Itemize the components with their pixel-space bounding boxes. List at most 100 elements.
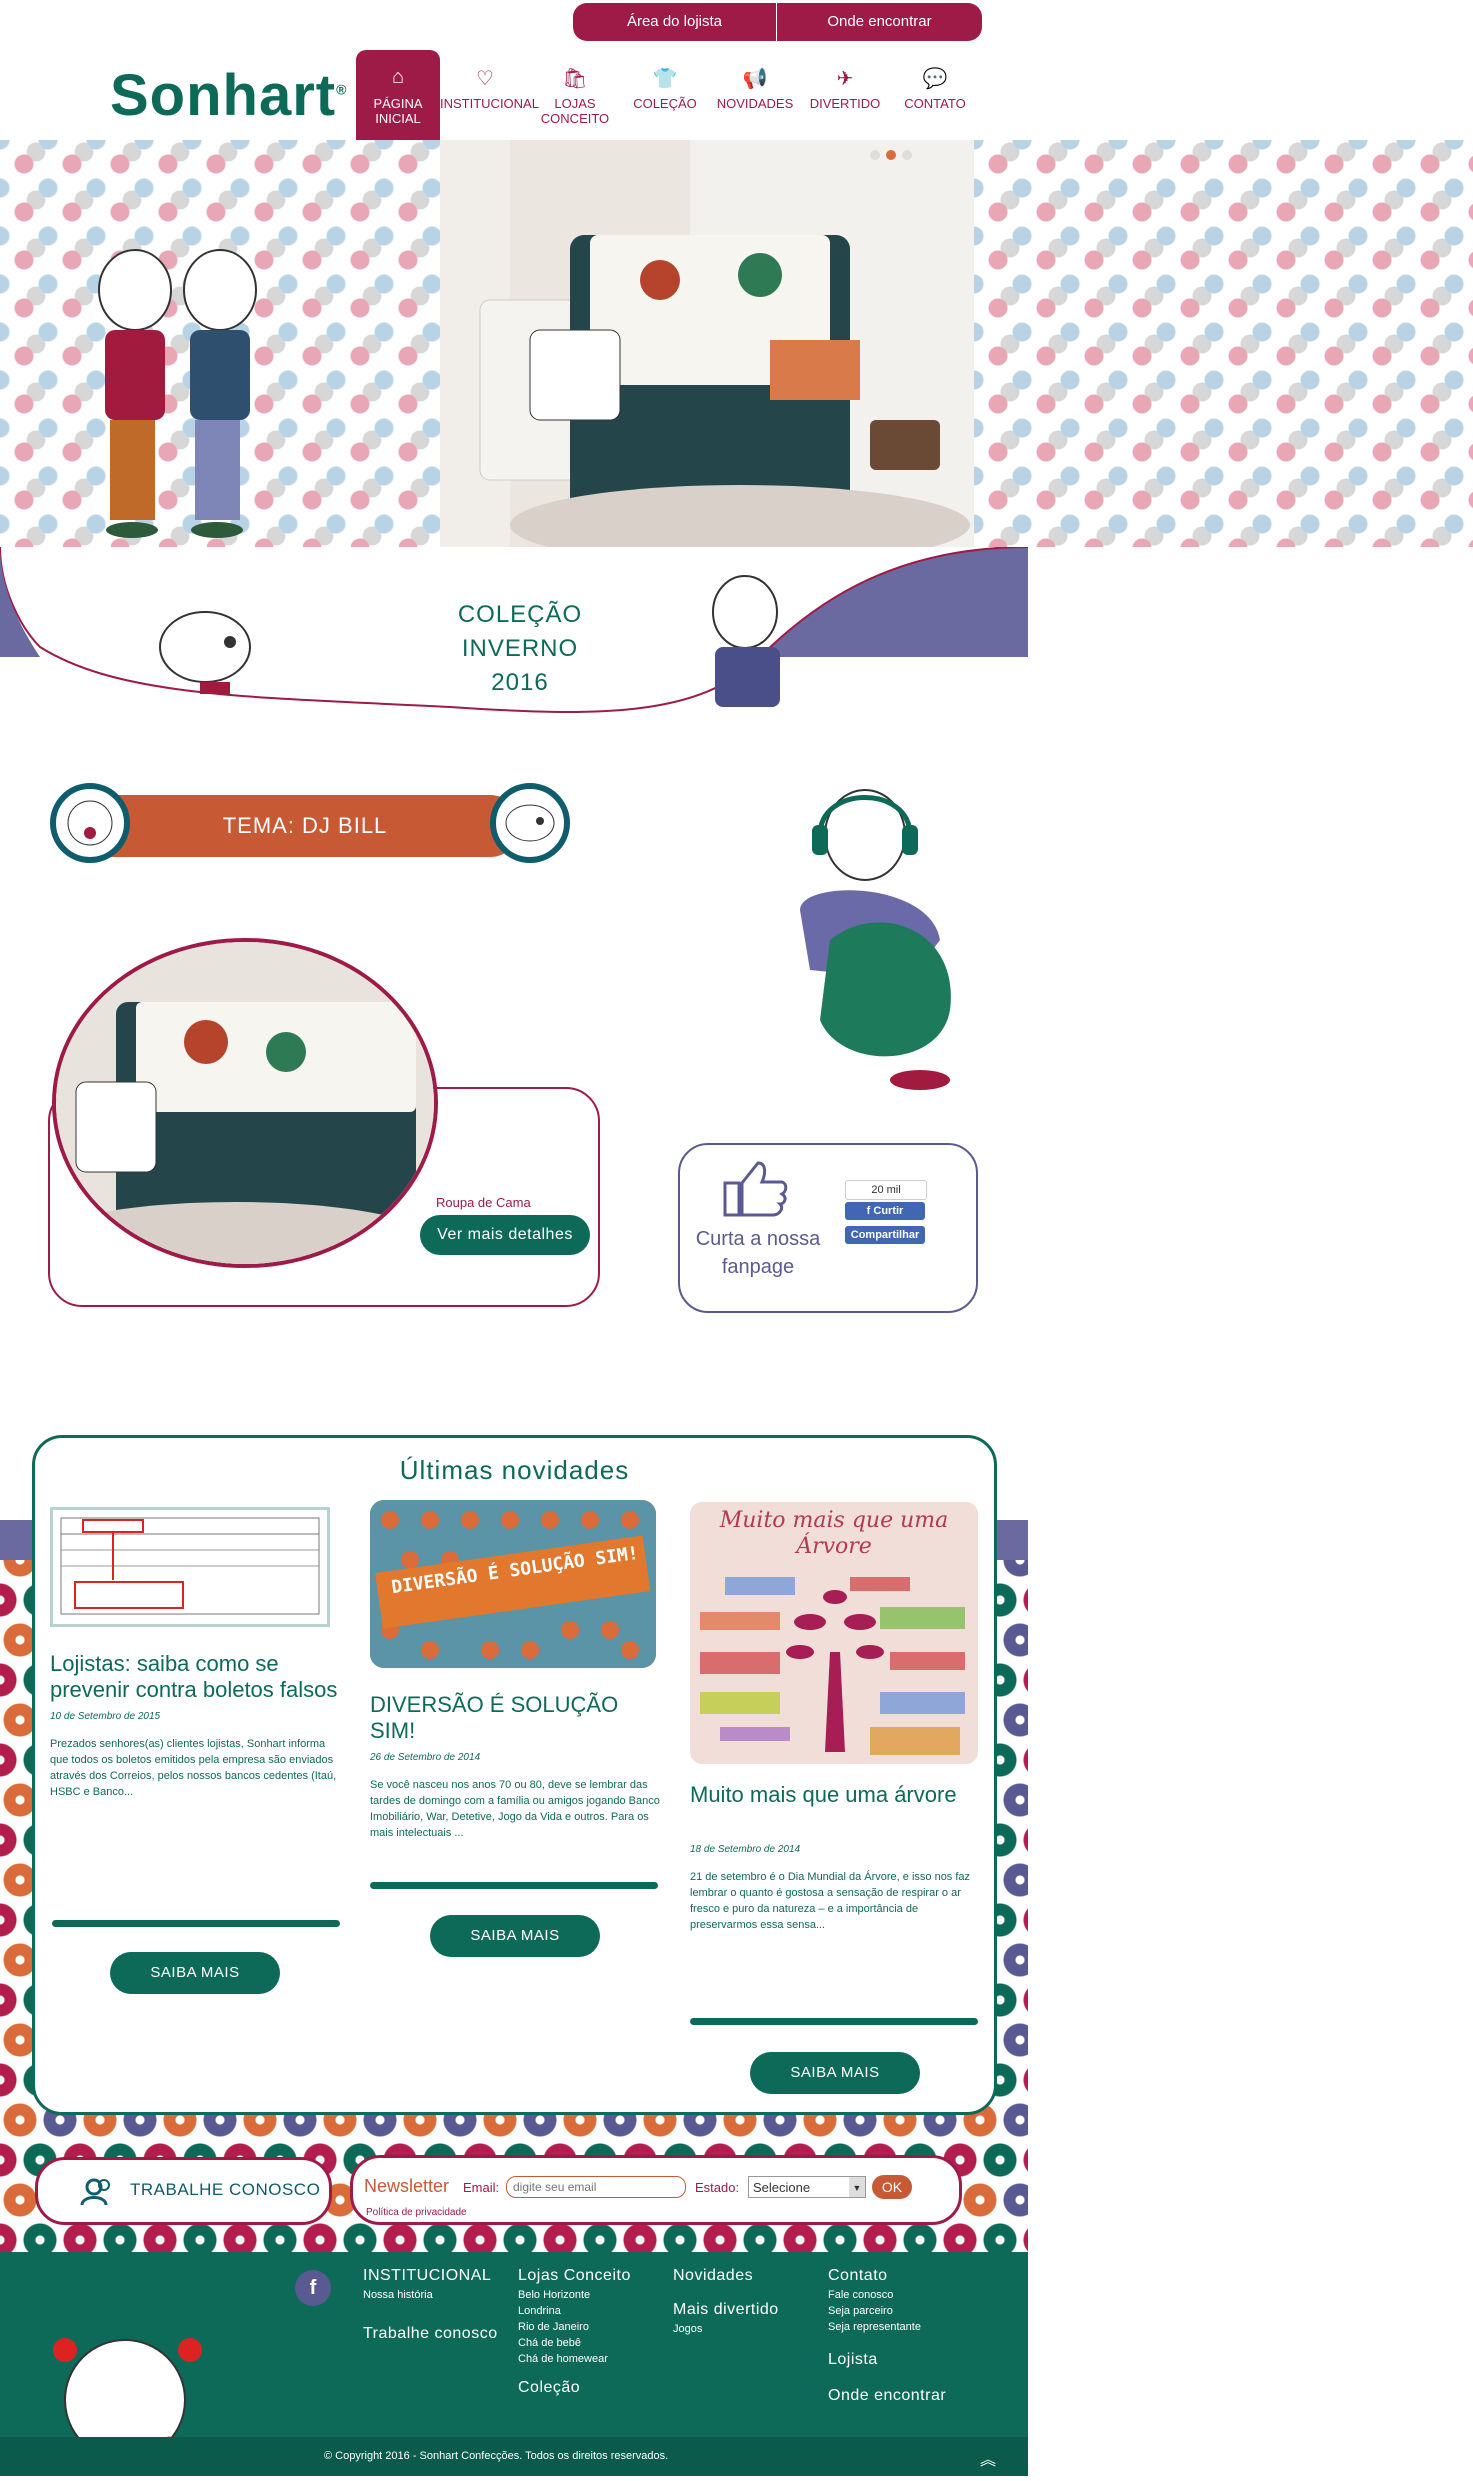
footer-contato-head[interactable]: Contato xyxy=(828,2267,888,2284)
nav-label: COLEÇÃO xyxy=(633,96,697,111)
estado-select[interactable]: Selecione ▼ xyxy=(748,2176,866,2198)
footer-onde-head[interactable]: Onde encontrar xyxy=(828,2387,947,2404)
people-icon xyxy=(80,2177,116,2212)
nav-institucional[interactable]: ♡INSTITUCIONAL xyxy=(440,50,539,140)
email-label: Email: xyxy=(463,2180,500,2195)
product-photo[interactable] xyxy=(52,938,438,1268)
footer-divertido-head[interactable]: Mais divertido xyxy=(673,2301,779,2318)
logo[interactable]: Sonhart® xyxy=(110,62,347,129)
like-label: Curtir xyxy=(873,1205,904,1217)
footer-jogos[interactable]: Jogos xyxy=(673,2323,703,2335)
footer-colecao-head[interactable]: Coleção xyxy=(518,2379,581,2396)
boleto-document xyxy=(60,1517,320,1615)
logo-text: Sonhart xyxy=(110,63,337,128)
footer-institucional-head[interactable]: INSTITUCIONAL xyxy=(363,2267,492,2284)
fanpage-line-1: Curta a nossa xyxy=(695,1228,821,1250)
fanpage-box xyxy=(678,1143,978,1313)
footer-loja-rio[interactable]: Rio de Janeiro xyxy=(518,2321,589,2333)
news-item-3: Muito mais que uma Árvore Muito mais que… xyxy=(690,1502,980,1933)
nav-label: INSTITUCIONAL xyxy=(440,96,539,111)
news-excerpt-1: Prezados senhores(as) clientes lojistas,… xyxy=(50,1738,337,1798)
news-item-2: DIVERSÃO É SOLUÇÃO SIM! DIVERSÃO É SOLUÇ… xyxy=(370,1500,660,1841)
theme-kid-icon xyxy=(50,783,130,863)
main-nav: ⌂PÁGINA INICIAL ♡INSTITUCIONAL 🛍 LOJAS CO… xyxy=(356,50,980,140)
area-do-lojista-link[interactable]: Área do lojista xyxy=(573,3,777,41)
nav-novidades[interactable]: 📢NOVIDADES xyxy=(710,50,800,140)
footer-novidades-head[interactable]: Novidades xyxy=(673,2267,754,2284)
footer-trabalhe-head[interactable]: Trabalhe conosco xyxy=(363,2325,498,2342)
footer-nossa-historia[interactable]: Nossa história xyxy=(363,2289,433,2301)
nav-label: PÁGINA INICIAL xyxy=(373,96,423,126)
saiba-mais-button-3[interactable]: SAIBA MAIS xyxy=(750,2052,920,2094)
footer-fale-conosco[interactable]: Fale conosco xyxy=(828,2289,894,2301)
shirt-icon: 👕 xyxy=(652,68,678,90)
hero-illustration-kids xyxy=(0,140,440,547)
footer-seja-representante[interactable]: Seja representante xyxy=(828,2321,921,2333)
back-to-top-icon[interactable]: ︽ xyxy=(980,2452,997,2469)
facebook-icon[interactable]: f xyxy=(295,2270,331,2306)
slider-dot[interactable] xyxy=(870,150,880,160)
tree-poster-title: Muito mais que uma Árvore xyxy=(719,1508,949,1559)
theme-banner: TEMA: DJ BILL xyxy=(90,795,520,857)
footer-mascot xyxy=(40,2320,210,2476)
footer-lojas-head[interactable]: Lojas Conceito xyxy=(518,2267,631,2284)
footer-loja-bh[interactable]: Belo Horizonte xyxy=(518,2289,591,2301)
footer-lojista-head[interactable]: Lojista xyxy=(828,2351,878,2368)
mascot-drawing xyxy=(53,2338,202,2461)
news-date-1: 10 de Setembro de 2015 xyxy=(50,1711,161,1722)
hero-slider[interactable] xyxy=(440,140,974,547)
nav-label: DIVERTIDO xyxy=(809,96,881,111)
slider-dot-active[interactable] xyxy=(886,150,896,160)
nav-contato[interactable]: 💬CONTATO xyxy=(890,50,980,140)
trabalhe-conosco-label[interactable]: TRABALHE CONOSCO xyxy=(130,2180,321,2199)
hero-pattern xyxy=(974,140,1473,547)
shopping-bag-icon: 🛍 xyxy=(562,68,588,90)
saiba-mais-button-1[interactable]: SAIBA MAIS xyxy=(110,1952,280,1994)
ver-mais-detalhes-button[interactable]: Ver mais detalhes xyxy=(420,1215,590,1255)
chat-bubble-icon: 💬 xyxy=(922,68,948,90)
nav-divertido[interactable]: ✈ DIVERTIDO xyxy=(800,50,890,140)
news-rule-wrap-1 xyxy=(52,1920,340,1927)
news-date-3: 18 de Setembro de 2014 xyxy=(690,1844,801,1855)
facebook-like-button[interactable]: f Curtir xyxy=(845,1202,925,1220)
copyright: © Copyright 2016 - Sonhart Confecções. T… xyxy=(324,2450,669,2462)
newsletter-title: Newsletter xyxy=(364,2176,450,2196)
trabalhe-conosco-box[interactable] xyxy=(35,2157,332,2225)
news-image-games[interactable]: DIVERSÃO É SOLUÇÃO SIM! xyxy=(370,1500,656,1668)
newsletter-ok-button[interactable]: OK xyxy=(872,2175,912,2199)
estado-select-value: Selecione xyxy=(753,2180,811,2195)
nav-label: LOJAS CONCEITO xyxy=(540,96,610,126)
nav-lojas-conceito[interactable]: 🛍 LOJAS CONCEITO xyxy=(530,50,620,140)
email-field[interactable] xyxy=(506,2176,686,2198)
theme-dog-icon xyxy=(490,783,570,863)
thumbs-up-glyph xyxy=(723,1161,788,1217)
news-image-boleto[interactable] xyxy=(50,1507,330,1627)
footer-loja-londrina[interactable]: Londrina xyxy=(518,2305,561,2317)
news-date-2: 26 de Setembro de 2014 xyxy=(370,1752,481,1763)
news-title: Últimas novidades xyxy=(399,1455,630,1485)
nav-colecao[interactable]: 👕 COLEÇÃO xyxy=(620,50,710,140)
news-image-tree[interactable]: Muito mais que uma Árvore xyxy=(690,1502,978,1764)
paper-plane-icon: ✈ xyxy=(836,68,854,90)
news-item-1: Lojistas: saiba como se prevenir contra … xyxy=(50,1507,340,1800)
bed-photo xyxy=(56,942,434,1264)
saiba-mais-button-2[interactable]: SAIBA MAIS xyxy=(430,1915,600,1957)
collection-title[interactable]: COLEÇÃO INVERNO 2016 xyxy=(440,598,600,700)
news-rule-1 xyxy=(52,1920,340,1927)
facebook-share-button[interactable]: Compartilhar xyxy=(845,1226,925,1244)
nav-pagina-inicial[interactable]: ⌂PÁGINA INICIAL xyxy=(356,50,440,140)
footer-cha-homewear[interactable]: Chá de homewear xyxy=(518,2353,608,2365)
news-title-3[interactable]: Muito mais que uma árvore xyxy=(690,1782,957,1807)
news-rule-wrap-2 xyxy=(370,1882,658,1889)
slider-dot[interactable] xyxy=(902,150,912,160)
footer-seja-parceiro[interactable]: Seja parceiro xyxy=(828,2305,893,2317)
news-title-1[interactable]: Lojistas: saiba como se prevenir contra … xyxy=(50,1651,338,1702)
footer-cha-bebe[interactable]: Chá de bebê xyxy=(518,2337,581,2349)
thumbs-up-icon xyxy=(720,1158,790,1223)
news-excerpt-2: Se você nasceu nos anos 70 ou 80, deve s… xyxy=(370,1779,660,1839)
privacy-link[interactable]: Política de privacidade xyxy=(366,2207,467,2218)
news-title-2[interactable]: DIVERSÃO É SOLUÇÃO SIM! xyxy=(370,1692,619,1743)
collection-band xyxy=(0,547,1028,722)
people-glyph xyxy=(80,2178,110,2206)
onde-encontrar-link[interactable]: Onde encontrar xyxy=(777,3,982,41)
